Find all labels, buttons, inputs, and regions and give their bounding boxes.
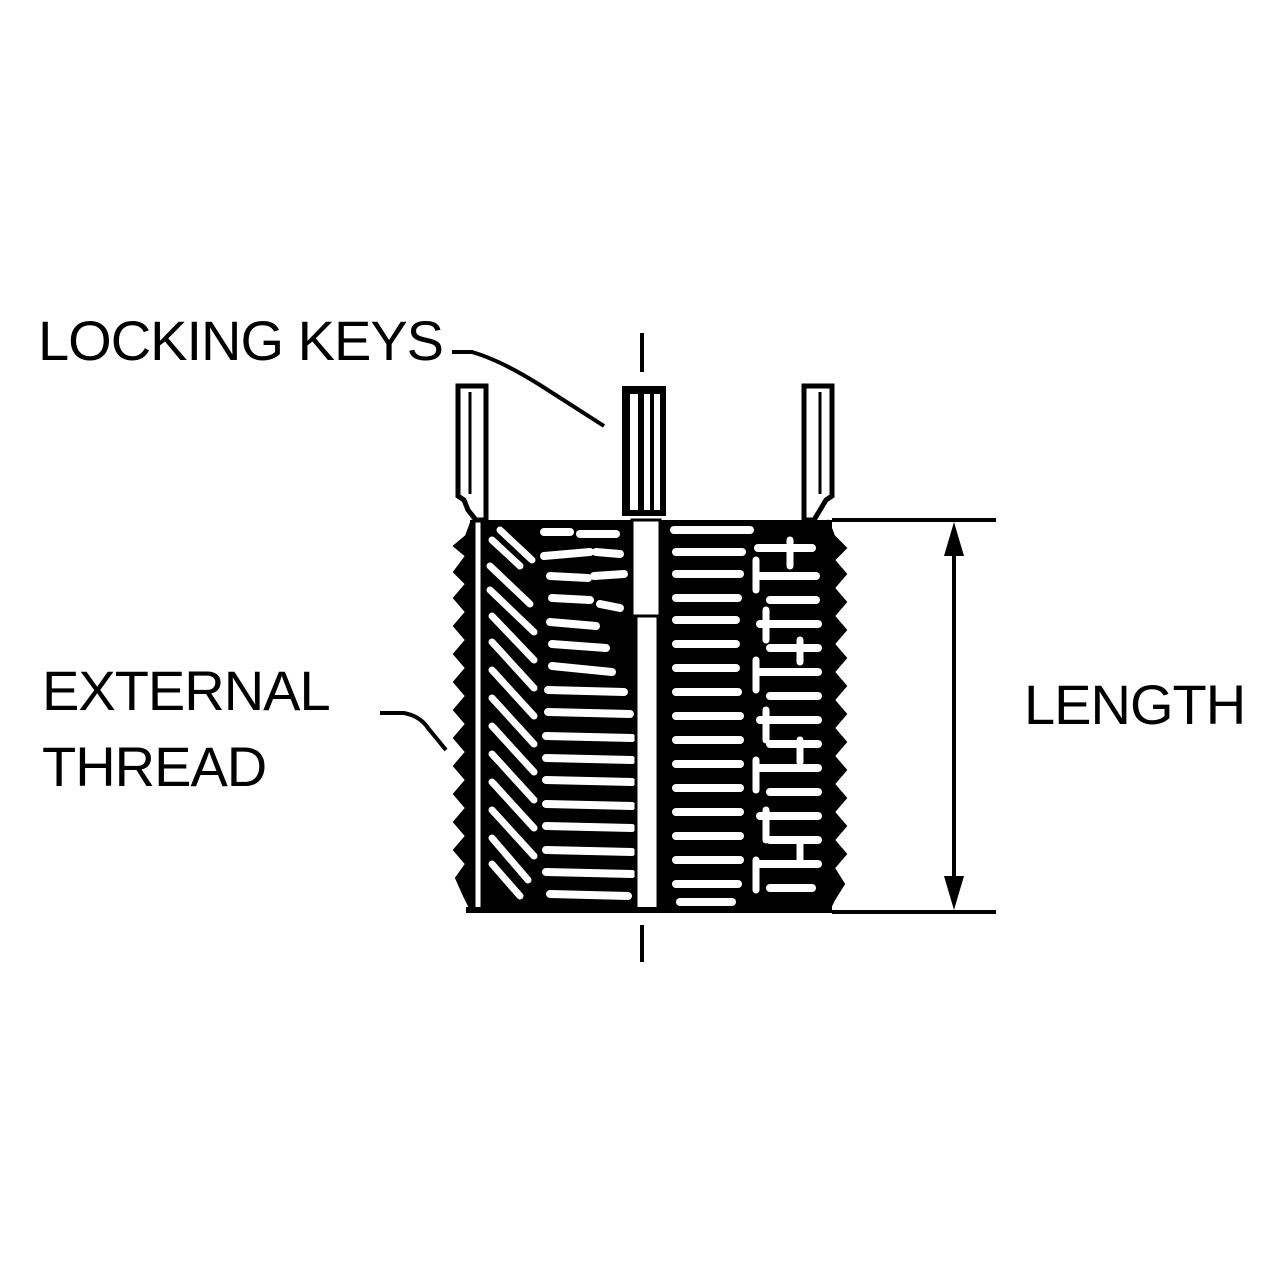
length-arrowhead-top (944, 522, 964, 556)
length-label: LENGTH (1024, 673, 1245, 736)
external-thread-leader (380, 711, 448, 752)
center-slot-upper (630, 518, 662, 618)
external-thread-left (452, 519, 473, 913)
locking-key-left (455, 383, 489, 523)
center-slot (630, 518, 662, 912)
locking-keys-label: LOCKING KEYS (38, 309, 443, 372)
internal-thread-hatch-right (670, 526, 822, 906)
locking-keys (455, 383, 835, 523)
locking-key-center-highlight-left (630, 394, 638, 510)
length-dimension (832, 518, 996, 914)
external-thread-label-line1: EXTERNAL (42, 659, 330, 722)
length-arrowhead-bottom (944, 876, 964, 910)
internal-thread-hatch-left (486, 526, 538, 900)
center-slot-lower (634, 614, 660, 912)
internal-thread-hatch-middle-left (540, 528, 636, 900)
locking-key-center-highlight-right (654, 394, 660, 510)
threaded-insert (452, 518, 848, 913)
external-thread-right (827, 519, 848, 913)
external-thread-label-line2: THREAD (42, 735, 266, 798)
locking-key-center-highlight-mid (644, 394, 650, 510)
locking-key-right (801, 383, 835, 523)
locking-keys-leader (452, 350, 606, 428)
internal-thread-vertical-marks (752, 536, 804, 894)
